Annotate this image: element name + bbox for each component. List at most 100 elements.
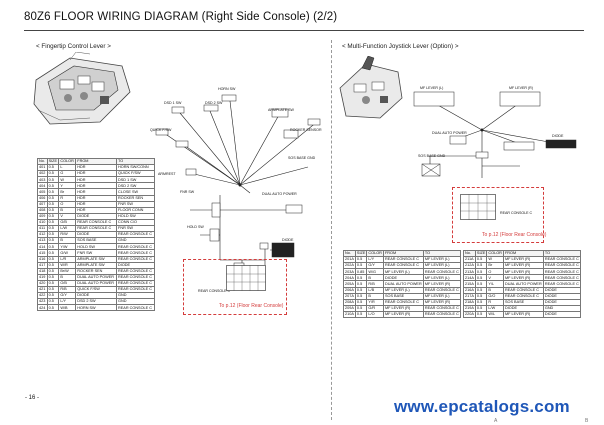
right-table-b-header-cell: SIZE <box>474 249 488 258</box>
table-cell: REAR CONSOLE C <box>382 256 424 264</box>
table-cell: 0.5 <box>354 310 368 319</box>
rear-console-connector-r <box>460 194 496 220</box>
table-cell: W/B <box>58 304 77 312</box>
table-cell: REAR CONSOLE C <box>75 218 118 227</box>
joystick-console-illustration <box>339 56 403 119</box>
table-cell: REAR CONSOLE C <box>116 285 155 294</box>
table-cell: REAR CONSOLE C <box>422 304 462 312</box>
table-cell: REAR CONSOLE C <box>116 249 155 257</box>
table-cell: 206A <box>343 286 356 294</box>
table-cell: REAR CONSOLE C <box>116 279 155 287</box>
table-cell: L/O <box>366 310 384 319</box>
table-cell: 0.5 <box>46 304 60 312</box>
rear-console-connector <box>226 265 266 291</box>
table-cell: 215A <box>463 280 476 288</box>
watermark: www.epcatalogs.com <box>394 397 570 416</box>
table-cell: 207A <box>343 292 356 300</box>
table-cell: REAR CONSOLE C <box>502 286 544 294</box>
joystick-wiring-diagram <box>413 91 577 178</box>
title-divider <box>24 30 584 31</box>
right-table-a-header-cell: SIZE <box>354 249 368 258</box>
table-cell: REAR CONSOLE C <box>542 256 582 264</box>
table-cell: REAR CONSOLE C <box>116 243 155 251</box>
label-dual-auto-power: DUAL AUTO POWER <box>262 192 297 196</box>
left-section-title: < Fingertip Control Lever > <box>36 43 111 50</box>
label-sos-base-r: SOS BASE GND <box>418 154 446 158</box>
label-quick-fine: QUICK F/SW <box>150 128 172 132</box>
table-cell: DUAL AUTO POWER <box>382 280 424 288</box>
table-cell: REAR CONSOLE C <box>422 310 462 319</box>
label-rear-console-r: REAR CONSOLE C <box>500 211 533 215</box>
table-cell: 0.5 <box>474 310 488 319</box>
table-cell: 209A <box>343 304 356 312</box>
page-title: 80Z6 FLOOR WIRING DIAGRAM (Right Side Co… <box>24 11 338 23</box>
table-cell: 208A <box>343 298 356 306</box>
table-cell: REAR CONSOLE C <box>542 280 582 288</box>
left-table-header-cell: COLOR <box>58 157 77 166</box>
label-fnr-sw: FNR SW <box>180 190 195 194</box>
right-table-b-header-cell: COLOR <box>486 249 504 258</box>
fingertip-console-illustration <box>33 52 131 125</box>
label-mf-lever-l: MF LEVER (L) <box>420 86 444 90</box>
label-armrest: ARMREST <box>158 172 176 176</box>
table-cell: 424 <box>37 304 48 312</box>
right-ref-note: To p.12 (Floor Rear Console) <box>482 232 547 238</box>
table-cell: REAR CONSOLE C <box>542 268 582 276</box>
table-cell: 203A <box>343 268 356 276</box>
table-cell: W/L <box>486 310 504 319</box>
table-cell: REAR CONSOLE C <box>502 292 544 300</box>
table-cell: REAR CONSOLE C <box>116 304 155 312</box>
table-cell: REAR CONSOLE C <box>542 262 582 270</box>
page-number: - 16 - <box>25 395 40 401</box>
left-ref-note: To p.12 (Floor Rear Console) <box>219 303 284 309</box>
table-cell: REAR CONSOLE C <box>116 273 155 281</box>
footer-mark-b: B <box>585 418 589 424</box>
table-cell: REAR CONSOLE C <box>75 225 118 233</box>
label-armplate-sw: ARMPLATE SW <box>268 108 294 112</box>
table-cell: 204A <box>343 274 356 282</box>
table-cell: REAR CONSOLE C <box>422 286 462 294</box>
table-cell: 212A <box>463 262 476 270</box>
column-divider <box>331 40 332 420</box>
table-cell: 202A <box>343 262 356 270</box>
table-cell: 218A <box>463 298 476 306</box>
label-diode-r: DIODE <box>552 134 564 138</box>
right-section-title: < Multi-Function Joystick Lever (Option)… <box>342 43 459 50</box>
label-hold-sw: HOLD SW <box>187 225 204 229</box>
table-cell: REAR CONSOLE C <box>116 231 155 239</box>
fingertip-wiring-diagram <box>155 94 321 275</box>
table-cell: MF LEVER (R) <box>382 310 424 319</box>
label-sos-base: SOS BASE GND <box>288 156 316 160</box>
table-cell: DUAL AUTO POWER <box>502 280 544 288</box>
table-cell: DUAL AUTO POWER <box>75 273 118 281</box>
table-cell: 213A <box>463 268 476 276</box>
table-cell: 214A <box>463 274 476 282</box>
table-cell: REAR CONSOLE C <box>542 274 582 282</box>
label-dsd2-sw: DSD 2 SW <box>205 101 223 105</box>
table-cell: 201A <box>343 256 356 264</box>
table-cell: HORN SW <box>75 304 118 312</box>
table-cell: DIODE <box>542 310 582 319</box>
table-cell: 217A <box>463 292 476 300</box>
right-table-a-header-cell: COLOR <box>366 249 384 258</box>
left-rear-console-box <box>183 259 287 315</box>
table-cell: 216A <box>463 286 476 294</box>
